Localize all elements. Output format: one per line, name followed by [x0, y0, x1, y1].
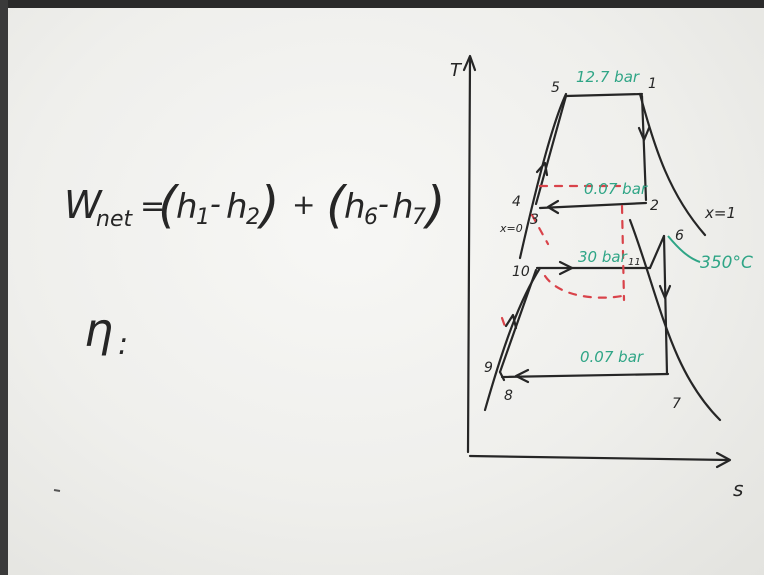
point-9-label: 9 — [484, 360, 493, 376]
temperature-pointer — [667, 235, 701, 263]
point-3-label: 3 — [530, 212, 539, 228]
open-paren-1: ( — [158, 176, 180, 234]
lower-arrow-10-11 — [558, 260, 574, 276]
s-axis-label: s — [733, 477, 743, 501]
heat-exchange-path-bottom — [543, 274, 624, 299]
point-1-label: 1 — [648, 76, 657, 92]
upper-sat-liquid-line — [518, 92, 568, 260]
heat-exchange-path-left — [530, 213, 550, 246]
quality-right-label: x=1 — [704, 204, 736, 222]
heat-exchange-path-right — [620, 204, 626, 302]
lower-low-pressure: 0.07 bar — [580, 348, 644, 366]
upper-arrow-1-2 — [637, 126, 651, 142]
board-frame-left — [0, 0, 8, 575]
point-10-label: 10 — [512, 264, 530, 280]
point-4-label: 4 — [512, 194, 521, 210]
enthalpy-h2: h — [226, 187, 248, 227]
lower-arrow-6-7 — [658, 284, 672, 300]
lower-sat-vapor-line — [628, 218, 722, 422]
upper-line-5-1 — [564, 92, 644, 98]
efficiency-colon: : — [118, 327, 128, 362]
efficiency-symbol: η — [84, 303, 113, 357]
t-axis-label: T — [450, 60, 463, 81]
upper-arrow-2-3 — [546, 199, 560, 215]
t-axis — [466, 56, 472, 454]
lower-arrow-9-10 — [504, 313, 518, 330]
open-paren-2: ( — [326, 176, 348, 234]
point-6-label: 6 — [675, 228, 684, 244]
enthalpy-h6: h — [344, 187, 366, 227]
point-7-label: 7 — [672, 396, 681, 412]
enthalpy-h7-subscript: 7 — [412, 205, 426, 230]
upper-pump-4-5 — [534, 94, 568, 206]
minus-sign-1: - — [210, 187, 221, 222]
t-axis-arrow — [462, 54, 477, 72]
lower-line-8-9 — [498, 370, 506, 382]
enthalpy-h6-subscript: 6 — [364, 205, 378, 230]
close-paren-2: ) — [422, 176, 446, 234]
enthalpy-h7: h — [392, 187, 414, 227]
lower-line-7-8 — [500, 372, 670, 379]
upper-sat-vapor-line — [638, 92, 707, 237]
point-2-label: 2 — [650, 198, 659, 214]
minus-sign-2: - — [378, 187, 389, 222]
board-frame-top — [0, 0, 764, 8]
point-5-label: 5 — [551, 80, 560, 96]
work-subscript: net — [96, 207, 133, 232]
plus-sign: + — [292, 188, 315, 221]
quality-left-label: x=0 — [499, 222, 523, 235]
equals-sign: = — [140, 189, 165, 224]
enthalpy-h1: h — [176, 187, 198, 227]
lower-line-6-7 — [662, 234, 669, 376]
lower-arrow-7-8 — [514, 368, 530, 384]
enthalpy-h2-subscript: 2 — [246, 205, 260, 230]
s-axis-arrow — [715, 451, 732, 469]
lower-pump-9-10 — [498, 268, 538, 374]
lower-line-11-6 — [648, 234, 666, 270]
upper-line-2-3 — [538, 201, 648, 210]
close-paren-1: ) — [256, 176, 280, 234]
superheat-temperature: 350°C — [700, 253, 753, 273]
upper-line-1-2 — [640, 94, 648, 202]
work-symbol: W — [64, 183, 103, 227]
point-11-label: 11 — [628, 257, 641, 268]
board-smudge — [53, 489, 61, 492]
s-axis — [468, 454, 730, 462]
point-8-label: 8 — [504, 388, 513, 404]
upper-high-pressure: 12.7 bar — [576, 68, 640, 86]
lower-high-pressure: 30 bar — [578, 248, 628, 266]
heat-exchange-path-pump — [500, 316, 509, 334]
enthalpy-h1-subscript: 1 — [196, 205, 210, 230]
upper-arrow-4-5 — [535, 161, 549, 177]
upper-low-pressure: 0.07 bar — [584, 180, 648, 198]
